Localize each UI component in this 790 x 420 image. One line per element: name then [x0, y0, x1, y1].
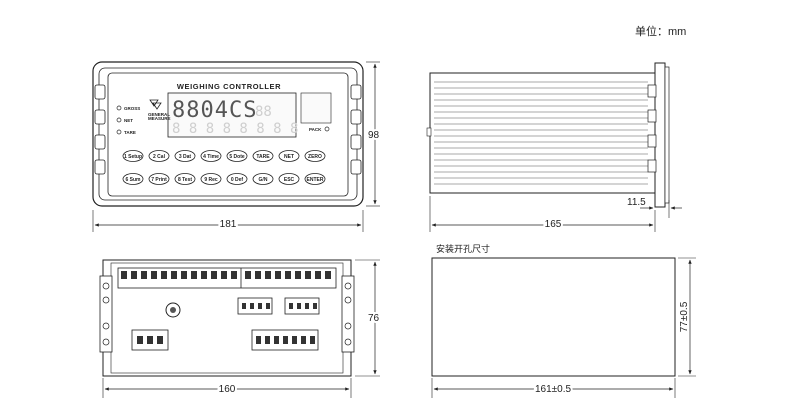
svg-text:4 Time: 4 Time	[203, 154, 219, 160]
rear-height-dimension: 76	[355, 259, 382, 377]
side-flange-label: 11.5	[627, 197, 646, 208]
svg-text:8 Test: 8 Test	[178, 177, 192, 183]
brand-line-1: GENERAL	[148, 112, 170, 117]
cutout-width-dimension: 161±0.5	[431, 378, 676, 398]
svg-text:ZERO: ZERO	[308, 154, 322, 160]
svg-text:G/N: G/N	[259, 177, 268, 183]
svg-text:ESC: ESC	[284, 177, 295, 183]
mount-hole-icon	[102, 338, 110, 346]
rear-mount-brackets	[99, 275, 355, 353]
top-terminal-pins	[121, 271, 331, 279]
brand-logo: GENERAL MEASURE	[148, 99, 171, 121]
svg-text:7 Print: 7 Print	[151, 177, 167, 183]
pack-led-icon	[324, 126, 330, 132]
svg-text:ENTER: ENTER	[307, 177, 324, 183]
status-indicators: GROSS NET TARE	[116, 105, 140, 135]
key-esc[interactable]: ESC	[278, 173, 300, 185]
gross-led-icon	[116, 105, 122, 111]
rear-height-label: 76	[368, 313, 380, 324]
key-1[interactable]: 1 Setup	[122, 150, 144, 162]
svg-text:2 Cal: 2 Cal	[153, 154, 166, 160]
front-width-dimension: 181	[92, 210, 364, 232]
key-tare[interactable]: TARE	[252, 150, 274, 162]
key-8[interactable]: 8 Test	[174, 173, 196, 185]
side-depth-dimension: 165	[429, 196, 656, 232]
indicator-tare: TARE	[124, 130, 136, 135]
key-9[interactable]: 9 Rec	[200, 173, 222, 185]
side-view: 165 11.5	[426, 62, 682, 232]
key-enter[interactable]: ENTER	[304, 173, 326, 185]
svg-text:6 Sum: 6 Sum	[125, 177, 141, 183]
side-front-face	[664, 66, 670, 204]
cutout-view: 安装开孔尺寸 161±0.5 77±0.5	[431, 243, 696, 398]
cutout-height-dimension: 77±0.5	[677, 257, 696, 377]
rear-mount-holes	[102, 282, 352, 346]
brand-line-2: MEASURE	[148, 116, 171, 121]
side-housing	[429, 72, 656, 194]
tare-led-icon	[116, 129, 122, 135]
unit-label: 单位：mm	[635, 24, 686, 38]
display-window-aux	[300, 92, 332, 124]
cutout-rectangle	[431, 257, 676, 377]
mount-hole-icon	[102, 296, 110, 304]
front-title: WEIGHING CONTROLLER	[177, 82, 281, 91]
pack-label: PACK	[309, 127, 322, 132]
svg-text:5 Dote: 5 Dote	[229, 154, 245, 160]
svg-text:1 Setup: 1 Setup	[124, 154, 142, 160]
cutout-height-label: 77±0.5	[679, 301, 690, 332]
side-clips	[647, 84, 657, 173]
key-2[interactable]: 2 Cal	[148, 150, 170, 162]
side-screw-icon	[426, 127, 432, 137]
side-depth-label: 165	[545, 219, 562, 230]
brand-logo-icon	[149, 99, 162, 110]
svg-text:TARE: TARE	[256, 154, 270, 160]
key-0[interactable]: 0 Def	[226, 173, 248, 185]
rear-view: 160 76	[99, 259, 382, 398]
display-ghost-digits: 88	[255, 104, 272, 120]
svg-text:0 Def: 0 Def	[231, 177, 244, 183]
cutout-width-label: 161±0.5	[535, 384, 572, 395]
mount-hole-icon	[102, 322, 110, 330]
mount-hole-icon	[344, 338, 352, 346]
svg-text:9 Rec: 9 Rec	[204, 177, 218, 183]
key-3[interactable]: 3 Dat	[174, 150, 196, 162]
front-width-label: 181	[220, 219, 237, 230]
key-6[interactable]: 6 Sum	[122, 173, 144, 185]
svg-text:NET: NET	[284, 154, 294, 160]
side-fins	[434, 81, 648, 185]
display-ghost-row: 8 8 8 8 8 8 8 8	[172, 121, 298, 137]
mount-hole-icon	[102, 282, 110, 290]
indicator-net: NET	[124, 118, 133, 123]
net-led-icon	[116, 117, 122, 123]
key-net[interactable]: NET	[278, 150, 300, 162]
mount-hole-icon	[344, 296, 352, 304]
side-flange-dimension: 11.5	[627, 197, 682, 218]
display-window	[167, 92, 297, 138]
front-height-label: 98	[368, 130, 380, 141]
rear-connector-pins	[137, 303, 317, 344]
front-height-dimension: 98	[366, 61, 382, 207]
indicator-gross: GROSS	[124, 106, 140, 111]
key-zero[interactable]: ZERO	[304, 150, 326, 162]
serial-port-center-icon	[170, 307, 176, 313]
front-view: WEIGHING CONTROLLER 8804CS 88 8 8 8 8 8 …	[92, 61, 382, 232]
rear-width-dimension: 160	[102, 378, 352, 398]
side-flange	[654, 62, 666, 208]
key-7[interactable]: 7 Print	[148, 173, 170, 185]
key-5[interactable]: 5 Dote	[226, 150, 248, 162]
key-gn[interactable]: G/N	[252, 173, 274, 185]
front-side-clips	[94, 84, 362, 175]
keypad: 1 Setup 2 Cal 3 Dat 4 Time 5 Dote TARE N…	[122, 150, 326, 185]
main-display: 8804CS	[172, 98, 257, 123]
mount-hole-icon	[344, 322, 352, 330]
cutout-title: 安装开孔尺寸	[436, 243, 490, 254]
rear-width-label: 160	[219, 384, 236, 395]
key-4[interactable]: 4 Time	[200, 150, 222, 162]
mount-hole-icon	[344, 282, 352, 290]
svg-text:3 Dat: 3 Dat	[179, 154, 192, 160]
